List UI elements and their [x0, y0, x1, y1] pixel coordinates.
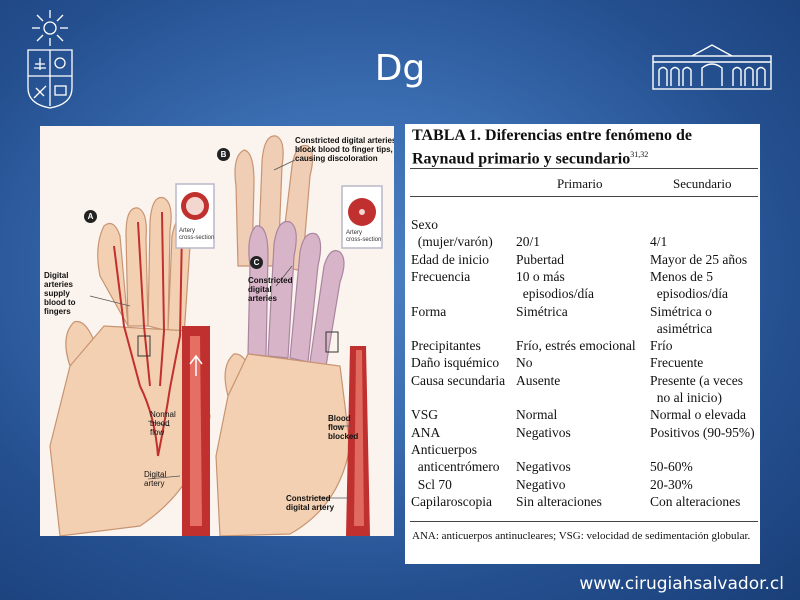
cell-primario: Sin alteraciones [516, 493, 602, 509]
cell-primario: No [516, 355, 533, 371]
hand-artery-drawing [49, 135, 383, 536]
cell-primario: Negativos [516, 459, 571, 475]
cell-secundario: Simétrica o [650, 303, 712, 319]
cell-secundario: no al inicio) [650, 390, 722, 405]
table-row: (mujer/varón) 20/1 4/1 [411, 234, 760, 250]
row-label: Edad de inicio [411, 251, 489, 267]
cell-primario: 10 o más [516, 268, 565, 284]
table-row: Scl 70 Negativo 20-30% [411, 477, 760, 493]
table-row: Frecuencia 10 o más Menos de 5 [411, 269, 760, 285]
row-label: ANA [411, 424, 441, 440]
cell-primario: Frío, estrés emocional [516, 338, 636, 354]
label-digital-arteries: Digital arteries supply blood to fingers [44, 271, 76, 316]
cell-secundario: asimétrica [650, 320, 713, 336]
row-label: Forma [411, 303, 447, 319]
row-label: Causa secundaria [411, 372, 506, 388]
column-header-secundario: Secundario [673, 176, 732, 191]
label-constricted-top: Constricted digital arteries block blood… [295, 136, 394, 163]
cell-secundario: 50-60% [650, 459, 693, 475]
panel-b-badge: B [217, 148, 230, 161]
cell-secundario: Menos de 5 [650, 268, 713, 284]
cell-secundario: Frecuente [650, 355, 704, 371]
row-label: VSG [411, 407, 439, 423]
table-header-rule [410, 196, 758, 197]
table-title: TABLA 1. Diferencias entre fenómeno de R… [412, 127, 692, 168]
cell-primario: Negativo [516, 476, 566, 492]
table-row: Edad de inicio Pubertad Mayor de 25 años [411, 252, 760, 268]
cell-secundario: Positivos (90-95%) [650, 424, 755, 440]
cell-secundario: Mayor de 25 años [650, 251, 748, 267]
cell-primario: Ausente [516, 372, 561, 388]
label-cross-section-2: Artery cross-section [346, 230, 382, 243]
cell-primario: Negativos [516, 424, 571, 440]
table-row: Forma Simétrica Simétrica o [411, 304, 760, 320]
row-label: Precipitantes [411, 338, 481, 354]
label-constricted-bottom: Constricted digital artery [286, 494, 335, 512]
table-row: episodios/día episodios/día [411, 286, 760, 302]
label-blood-blocked: Blood flow blocked [328, 414, 359, 441]
raynaud-illustration: A B C Digital arteries supply blood to f… [40, 126, 394, 536]
label-cross-section-1: Artery cross-section [179, 228, 215, 241]
row-label: (mujer/varón) [411, 234, 493, 250]
panel-c-badge: C [250, 256, 263, 269]
cell-primario: Pubertad [516, 251, 564, 267]
table-bottom-rule [410, 521, 758, 522]
cell-secundario: Con alteraciones [650, 493, 741, 509]
footer-website-url[interactable]: www.cirugiahsalvador.cl [579, 574, 784, 594]
label-constricted-mid: Constricted digital arteries [248, 276, 293, 303]
table-row: Capilaroscopia Sin alteraciones Con altera… [411, 494, 760, 510]
cell-secundario: 4/1 [650, 234, 668, 250]
row-label: Capilaroscopia [411, 493, 492, 509]
table-row: Sexo [411, 217, 760, 233]
cell-primario: 20/1 [516, 234, 541, 250]
table-row: Precipitantes Frío, estrés emocional Frío [411, 338, 760, 354]
cell-secundario: 20-30% [650, 476, 693, 492]
row-label: Scl 70 [411, 476, 452, 492]
cell-secundario: Frío [650, 338, 673, 354]
label-digital-artery: Digital artery [144, 470, 167, 488]
table-top-rule [410, 168, 758, 169]
table-footnote: ANA: anticuerpos antinucleares; VSG: vel… [412, 530, 751, 542]
table-row: Daño isquémico No Frecuente [411, 355, 760, 371]
row-label: Anticuerpos [411, 441, 477, 457]
row-label: Daño isquémico [411, 355, 500, 371]
table-row: VSG Normal Normal o elevada [411, 407, 760, 423]
raynaud-table: TABLA 1. Diferencias entre fenómeno de R… [405, 124, 760, 564]
table-row: Causa secundaria Ausente Presente (a veces [411, 373, 760, 389]
column-header-primario: Primario [557, 176, 603, 191]
cell-secundario: Presente (a veces [650, 372, 743, 388]
cell-primario: Normal [516, 407, 558, 423]
row-label: anticentrómero [411, 459, 500, 475]
cell-primario: episodios/día [516, 286, 594, 302]
panel-a-badge: A [84, 210, 97, 223]
label-normal-flow: Normal blood flow [150, 410, 176, 437]
table-row: asimétrica [411, 321, 760, 337]
row-label: Sexo [411, 217, 438, 232]
slide-title: Dg [374, 48, 426, 89]
table-row: anticentrómero Negativos 50-60% [411, 459, 760, 475]
cell-primario: Simétrica [516, 303, 568, 319]
cell-secundario: Normal o elevada [650, 407, 746, 423]
cell-secundario: episodios/día [650, 286, 728, 302]
table-row: Anticuerpos [411, 442, 760, 458]
table-row: ANA Negativos Positivos (90-95%) [411, 425, 760, 441]
university-crest-logo [27, 10, 73, 109]
row-label: Frecuencia [411, 268, 471, 284]
table-row: no al inicio) [411, 390, 760, 406]
hospital-building-logo [652, 44, 772, 90]
